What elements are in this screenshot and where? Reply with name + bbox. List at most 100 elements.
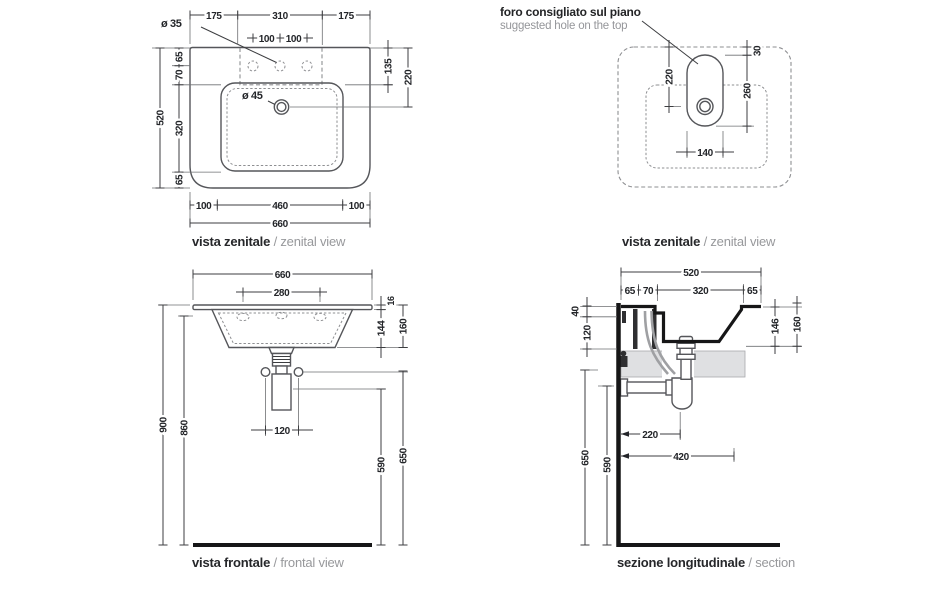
caption-bold: vista zenitale (192, 234, 271, 249)
dim-label: 146 (771, 318, 782, 334)
caption-frontal: vista frontale / frontal view (192, 555, 344, 570)
faucet-hole (236, 312, 250, 322)
drain-hole (696, 97, 714, 116)
wall-arrowheads (621, 431, 629, 459)
dim-label: 144 (377, 320, 388, 336)
faucet-zone-dashed (239, 48, 323, 86)
view-section: 520 65 70 320 65 40 120 146 160 220 420 … (568, 266, 806, 547)
dimension-lines (584, 271, 798, 545)
dim-label: 660 (275, 270, 291, 281)
dim-label: 100 (349, 201, 365, 212)
sink-section-profile (621, 304, 761, 344)
fixing-bolt (260, 367, 271, 378)
dim-label: 120 (274, 426, 290, 437)
drain-hole-inner (276, 101, 287, 113)
dim-label: 65 (747, 286, 758, 297)
supply-hose (650, 310, 676, 375)
dim-label: 30 (753, 45, 764, 56)
extension-lines (152, 11, 412, 227)
dim-label: 140 (697, 148, 713, 159)
dim-label: 175 (338, 11, 354, 22)
faucet-hole (275, 311, 288, 320)
dimension-lines (162, 273, 404, 545)
dim-label: 120 (583, 324, 594, 340)
dim-label: 100 (196, 201, 212, 212)
dim-label: 420 (673, 452, 689, 463)
dim-label: 310 (272, 11, 288, 22)
dim-label: 650 (581, 449, 592, 465)
dim-label: 660 (272, 219, 288, 230)
valve (620, 350, 627, 357)
dim-label: 320 (175, 120, 186, 136)
caption-light: / frontal view (273, 555, 344, 570)
drain-thread-lines (273, 356, 290, 363)
dim-label: 650 (399, 447, 410, 463)
dim-label: 40 (571, 306, 582, 317)
drain-collar (275, 365, 288, 375)
dim-label: 900 (159, 416, 170, 432)
dim-label: 590 (603, 456, 614, 472)
faucet-hole (274, 60, 286, 72)
dim-label: 160 (793, 316, 804, 332)
note-english: suggested hole on the top (500, 19, 628, 32)
dim-label: 65 (175, 174, 186, 185)
drain-fitting (679, 347, 693, 355)
dim-label: 70 (175, 69, 186, 80)
dim-label: 520 (156, 109, 167, 125)
dim-label: 520 (683, 268, 699, 279)
dim-label: 320 (693, 286, 709, 297)
leader-line (200, 26, 277, 105)
dim-label: 160 (399, 318, 410, 334)
caption-light: / zenital view (273, 234, 346, 249)
dim-label: 260 (743, 82, 754, 98)
dimension-lines (159, 14, 409, 224)
faucet-hole (301, 60, 313, 72)
dim-label: 65 (625, 286, 636, 297)
dim-label: 220 (642, 430, 658, 441)
faucet-hole (313, 312, 327, 322)
dim-label: 590 (377, 456, 388, 472)
faucet-diameter-label: ø 35 (161, 18, 182, 30)
dim-label: 100 (259, 34, 275, 45)
dim-label: 65 (175, 51, 186, 62)
basin-inner-dashed (217, 312, 347, 344)
drain-diameter-label: ø 45 (242, 90, 263, 102)
caption-bold: vista zenitale (622, 234, 701, 249)
view-plan-right: 220 30 260 140 (617, 20, 792, 188)
drain-pipe (271, 373, 292, 411)
basin-profile (210, 308, 354, 349)
dim-ticks (664, 46, 752, 157)
dim-ticks (158, 269, 408, 546)
extension-lines (665, 54, 754, 158)
caption-light: / zenital view (703, 234, 776, 249)
dim-label: 860 (180, 419, 191, 435)
caption-bold: sezione longitudinale (617, 555, 745, 570)
supply-hose (643, 310, 669, 375)
view-frontal: 660 280 900 860 16 144 590 160 650 120 (156, 268, 412, 547)
dim-label: 135 (384, 58, 395, 74)
suggested-hole-oval (686, 54, 724, 127)
sink-outline (189, 46, 371, 189)
faucet-hole (247, 60, 259, 72)
dim-label: 70 (643, 286, 654, 297)
wall-fixing (622, 311, 626, 323)
basin-outline (220, 82, 344, 172)
dim-label: 175 (206, 11, 222, 22)
caption-plan-left: vista zenitale / zenital view (192, 234, 345, 249)
dim-ticks (155, 10, 413, 228)
drain-hole-inner (699, 100, 711, 113)
dim-label: 460 (272, 201, 288, 212)
dim-ticks (580, 267, 802, 546)
dim-label: 280 (274, 288, 290, 299)
drain-flange (267, 346, 296, 355)
suggested-hole-note: foro consigliato sul piano suggested hol… (500, 5, 641, 33)
caption-plan-right: vista zenitale / zenital view (622, 234, 775, 249)
bracket-bar (652, 309, 657, 349)
caption-bold: vista frontale (192, 555, 271, 570)
leader-line (641, 20, 699, 65)
drain-hole (273, 99, 290, 115)
dim-label: 220 (404, 69, 415, 85)
valve-body (619, 356, 628, 367)
